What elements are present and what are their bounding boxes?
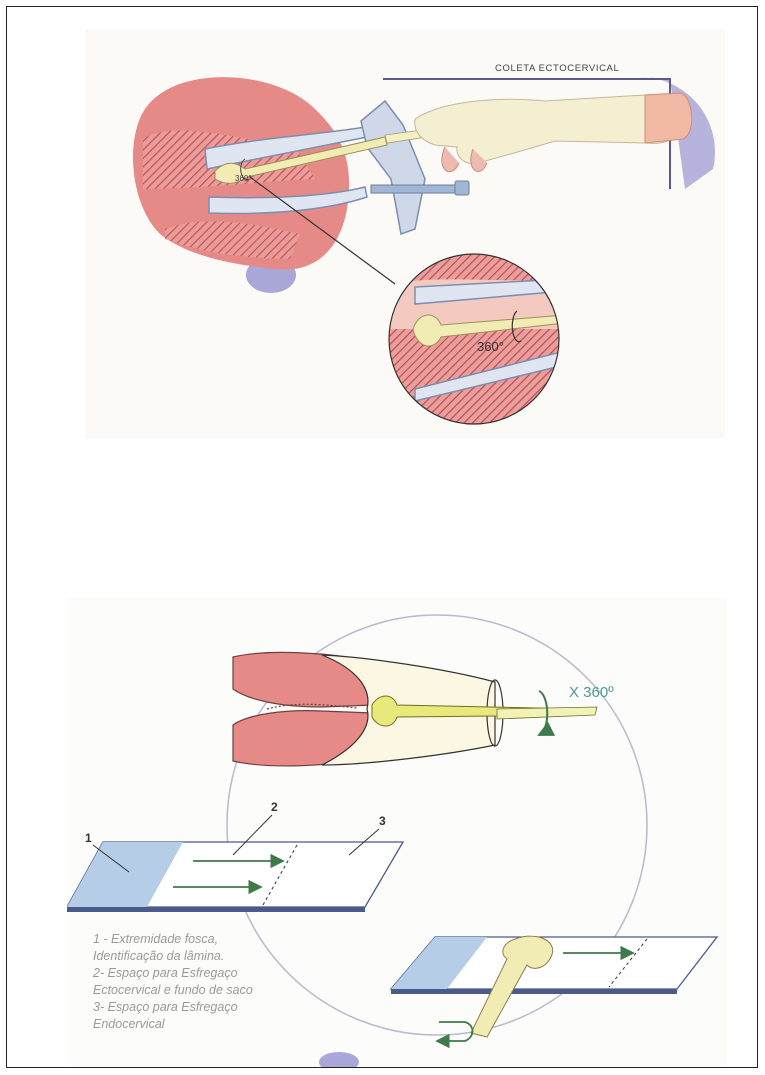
legend-line: Endocervical: [93, 1016, 373, 1033]
page-frame: COLETA ECTOCERVICAL 360°: [6, 6, 758, 1068]
glass-slide-top: 1 2 3: [67, 800, 403, 912]
rotation-label: X 360º: [569, 684, 614, 701]
collection-caption: COLETA ECTOCERVICAL: [495, 63, 619, 74]
slide-marker-1: 1: [85, 831, 92, 845]
zoom-rotation-label: 360°: [477, 339, 504, 354]
legend-line: Identificação da lâmina.: [93, 948, 373, 965]
small-rotation-label: 360°: [235, 174, 252, 183]
slide-marker-2: 2: [271, 800, 278, 814]
lavender-dot-bottom: [319, 1052, 359, 1067]
zoom-inset-circle: 360°: [385, 254, 565, 434]
glass-slide-bottom: [391, 936, 717, 1041]
return-arrow-icon: [437, 1022, 473, 1041]
legend-line: 1 - Extremidade fosca,: [93, 931, 373, 948]
slide-marker-3: 3: [379, 814, 386, 828]
slide-legend: 1 - Extremidade fosca, Identificação da …: [93, 931, 373, 1033]
legend-line: 3- Espaço para Esfregaço: [93, 999, 373, 1016]
ectocervical-collection-illustration: COLETA ECTOCERVICAL 360°: [85, 29, 725, 439]
hand-shape: [415, 93, 692, 172]
legend-line: Ectocervical e fundo de saco: [93, 982, 373, 999]
legend-line: 2- Espaço para Esfregaço: [93, 965, 373, 982]
